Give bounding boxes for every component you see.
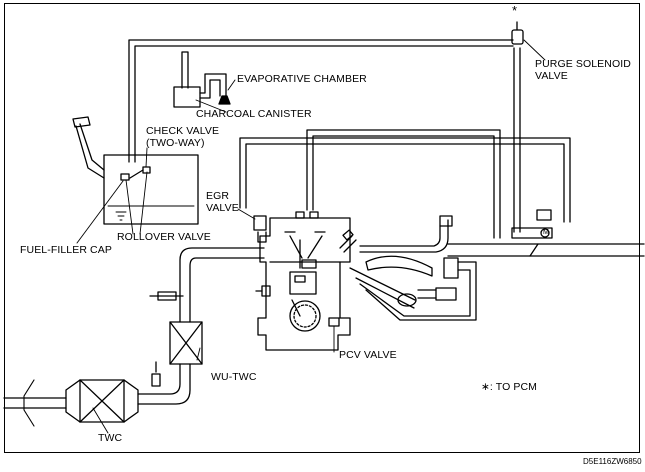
purge-solenoid-valve-icon — [511, 21, 524, 45]
label-check-valve-line2: (TWO-WAY) — [146, 137, 205, 149]
intake-duct — [359, 215, 645, 257]
label-charcoal-canister: CHARCOAL CANISTER — [196, 108, 312, 120]
diagram-frame — [4, 3, 640, 453]
evaporative-chamber-line — [199, 73, 231, 105]
charcoal-canister — [173, 86, 201, 108]
pcv-valve-icon — [328, 317, 340, 327]
egr-valve-icon — [253, 215, 267, 243]
label-to-pcm: ∗: TO PCM — [481, 381, 537, 393]
label-purge-solenoid-valve-line2: VALVE — [535, 70, 568, 82]
label-twc: TWC — [98, 432, 123, 444]
label-egr-valve-line2: VALVE — [206, 202, 239, 214]
twc-icon — [65, 379, 139, 423]
fuel-tank — [72, 116, 199, 225]
label-purge-solenoid-valve: PURGE SOLENOID — [535, 58, 631, 70]
leader-lines — [76, 39, 546, 434]
label-fuel-filler-cap: FUEL-FILLER CAP — [20, 244, 112, 256]
label-pcv-valve: PCV VALVE — [339, 349, 397, 361]
label-wu-twc: WU-TWC — [211, 371, 257, 383]
engine — [257, 211, 357, 351]
oxygen-sensors — [149, 285, 271, 387]
purge-line — [128, 39, 521, 233]
label-check-valve: CHECK VALVE — [146, 125, 220, 137]
pcv-assembly — [349, 255, 477, 321]
exhaust-pipe — [3, 247, 265, 409]
wu-twc-icon — [169, 321, 203, 365]
label-egr-valve: EGR — [206, 190, 230, 202]
purge-valve-letter: M — [543, 229, 549, 236]
purge-marker: * — [512, 3, 518, 18]
label-rollover-valve: ROLLOVER VALVE — [117, 231, 211, 243]
tailpipe — [23, 379, 35, 427]
pcm-box — [511, 209, 553, 257]
label-evaporative-chamber: EVAPORATIVE CHAMBER — [237, 73, 367, 85]
egr-piping — [239, 129, 571, 239]
figure-code: D5E116ZW6850 — [583, 457, 642, 466]
